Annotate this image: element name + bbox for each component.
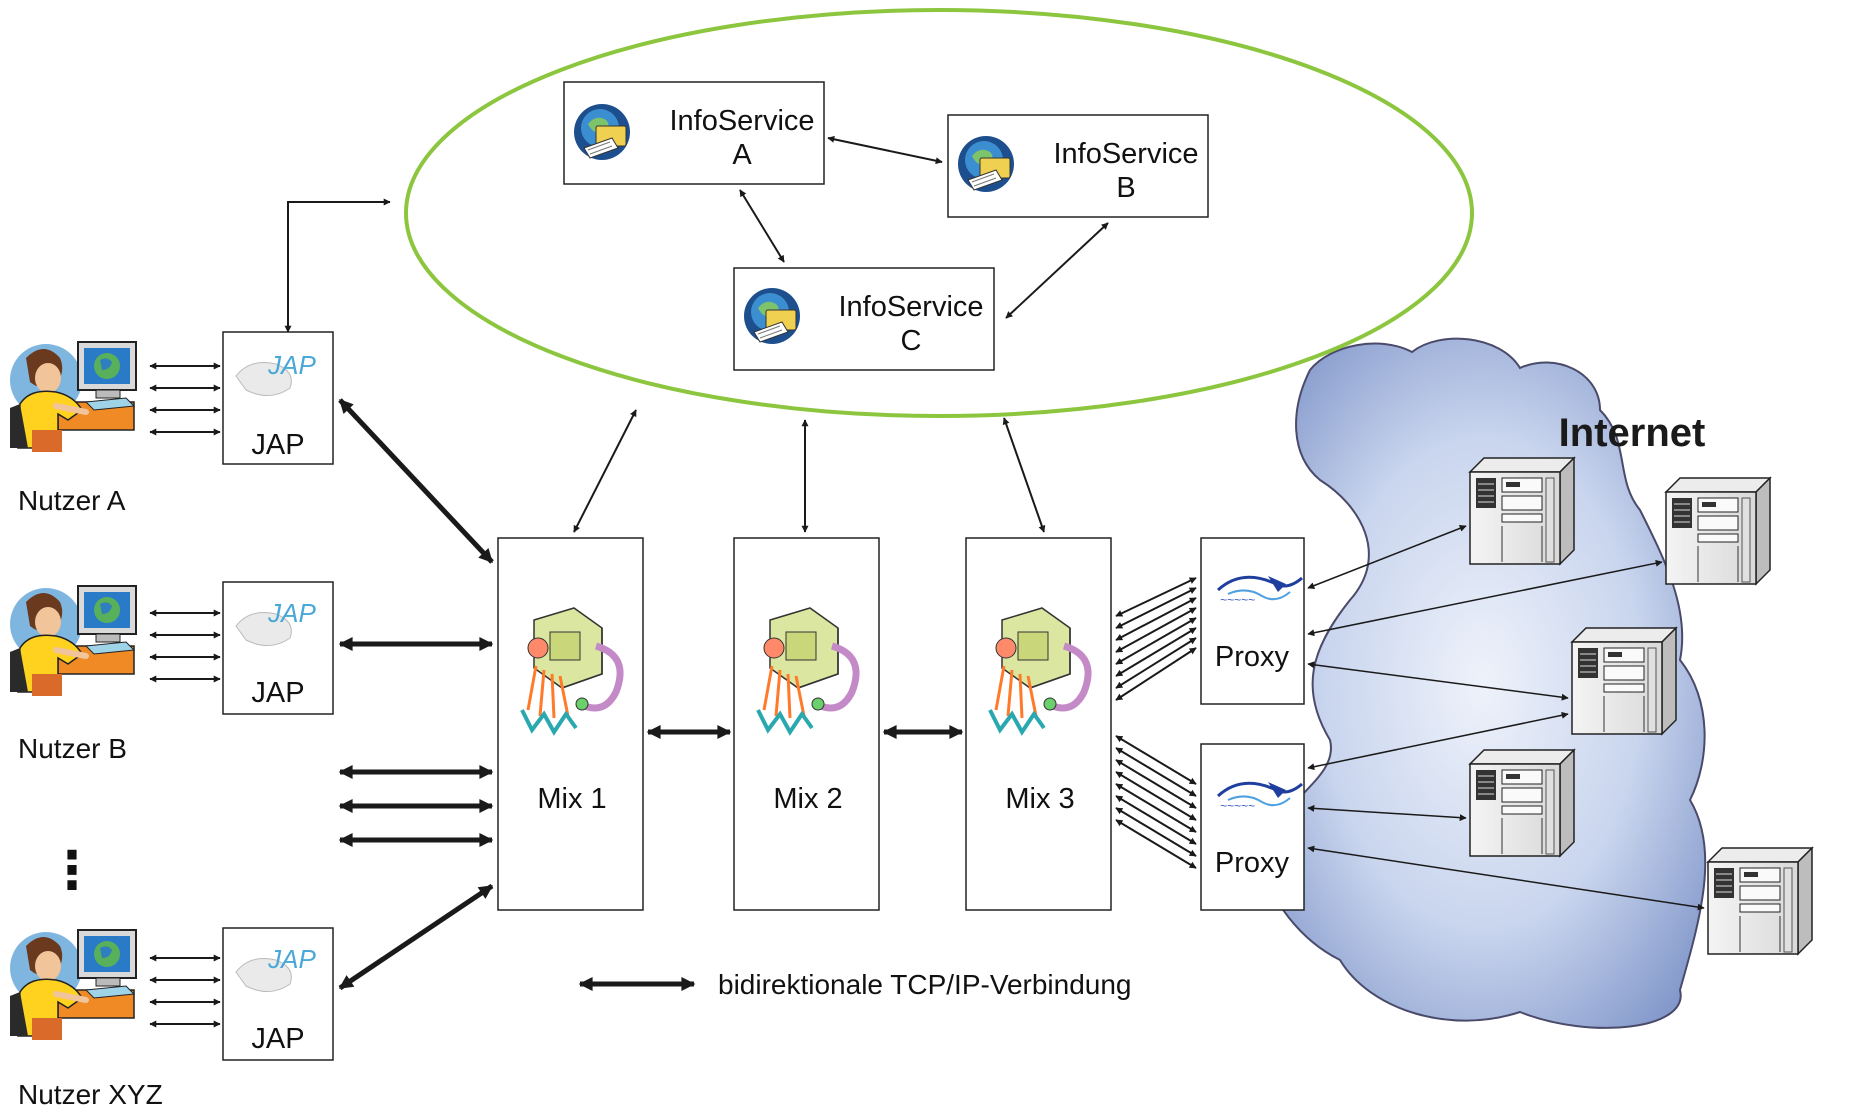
proxy-server-link [1307,711,1569,771]
user-at-computer-icon [10,586,136,696]
mix3-proxy1-link [1115,647,1197,701]
legend: bidirektionale TCP/IP-Verbindung [578,969,1132,1000]
info-service-icon [743,287,801,345]
infoservice-c-id: C [901,325,922,357]
mix3-proxy2-link [1115,807,1197,857]
infoservice-b-box: InfoService B [947,114,1209,218]
jap-logo-text: JAP [267,350,316,380]
mix3-proxy1-link [1115,597,1197,641]
infoservice-bc-link [1005,222,1109,319]
user-b-label: Nutzer B [18,733,127,764]
mix3-proxy2-link [1115,759,1197,809]
mix-1-box: Mix 1 [497,537,644,911]
mix-1-label: Mix 1 [537,783,606,815]
jap-xyz-mix1-link [338,883,494,991]
mix-2-box: Mix 2 [733,537,880,911]
mix-3-label: Mix 3 [1005,783,1074,815]
mix-3-box: Mix 3 [965,537,1112,911]
infoservice-ac-link [739,189,785,263]
user-xyz-station: Nutzer XYZ JAP JAP [10,927,334,1110]
infoservice-ab-link [827,135,943,165]
info-service-icon [573,103,631,161]
jap-a-mix1-link [338,398,494,564]
server-icon [1707,847,1813,955]
proxy-server-link [1307,559,1663,637]
server-icon [1469,749,1575,857]
mix3-proxy2-link [1115,735,1197,785]
user-xyz-jap-box: JAP JAP [222,927,334,1061]
mix3-proxy1-link [1115,617,1197,665]
user-at-computer-icon [10,930,136,1040]
jap-logo-icon [235,612,292,646]
mix1-infoservice-link [573,409,637,533]
mix3-proxy2-link [1115,795,1197,845]
proxy-2-label: Proxy [1215,847,1290,879]
server-icon [1469,457,1575,565]
proxy-1-label: Proxy [1215,641,1290,673]
user-xyz-label: Nutzer XYZ [18,1079,163,1110]
more-users-ellipsis: ⋮ [46,842,98,900]
mix3-proxy2-link [1115,819,1197,869]
infoservice-c-box: InfoService C [733,267,995,371]
jap-label: JAP [251,677,304,709]
mix3-proxy1-link [1115,627,1197,677]
user-b-station: Nutzer B JAP JAP [10,581,334,764]
infoservice-a-name: InfoService [669,105,814,137]
jap-logo-text: JAP [267,598,316,628]
infoservice-c-name: InfoService [838,291,983,323]
jap-logo-icon [235,958,292,992]
proxy-server-link [1307,845,1705,911]
mix3-proxy2-link [1115,747,1197,797]
user-a-jap-box: JAP JAP [222,331,334,465]
mix3-proxy1-link [1115,587,1197,629]
proxy-1-box: Proxy [1200,537,1305,705]
jap-infoservice-link [284,198,391,333]
infoservice-cluster-ellipse [404,8,1474,418]
proxy-server-link [1307,661,1569,701]
mix3-infoservice-link [1002,417,1046,533]
mix3-proxy2-link [1115,771,1197,821]
jap-logo-text: JAP [267,944,316,974]
infoservice-a-box: InfoService A [563,81,825,185]
mix-2-label: Mix 2 [773,783,842,815]
server-icon [1571,627,1677,735]
jap-label: JAP [251,1023,304,1055]
infoservice-a-id: A [732,139,752,171]
info-service-icon [957,135,1015,193]
proxy-2-box: Proxy [1200,743,1305,911]
server-icon [1665,477,1771,585]
mix3-proxy2-link [1115,783,1197,833]
user-a-station: Nutzer A JAP JAP [10,331,334,516]
proxy-server-link [1307,804,1467,822]
legend-label: bidirektionale TCP/IP-Verbindung [718,969,1132,1000]
mix3-proxy1-link [1115,577,1197,617]
internet-label: Internet [1559,411,1706,455]
jap-label: JAP [251,429,304,461]
infoservice-b-id: B [1116,172,1135,204]
jap-logo-icon [235,362,292,396]
user-at-computer-icon [10,342,136,452]
user-b-jap-box: JAP JAP [222,581,334,715]
user-a-label: Nutzer A [18,485,126,516]
infoservice-b-name: InfoService [1053,138,1198,170]
